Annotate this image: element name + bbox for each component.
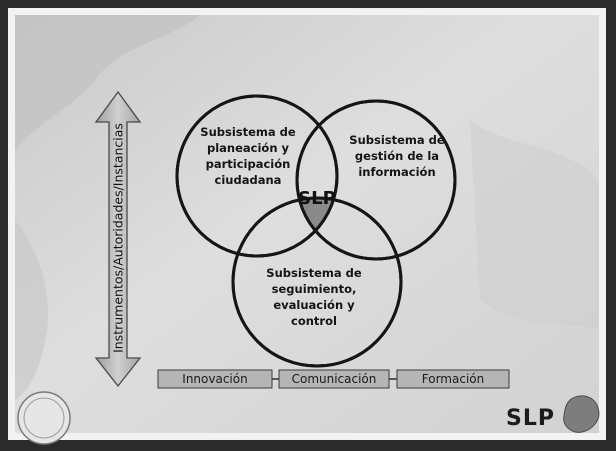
bottom-circle-line: evaluación y xyxy=(273,298,355,312)
bottom-circle-line: Subsistema de xyxy=(266,266,362,280)
right-circle-line: gestión de la xyxy=(354,149,440,163)
right-circle-line: Subsistema de xyxy=(349,133,445,147)
tab-formacion: Formación xyxy=(421,372,485,386)
tab-comunicacion: Comunicación xyxy=(291,372,377,386)
brand-logo-text: SLP xyxy=(506,406,555,431)
left-circle-label: Subsistema de planeación y participación… xyxy=(188,124,308,188)
right-circle-line: información xyxy=(358,165,436,179)
tab-box-2 xyxy=(278,369,390,389)
side-arrow-label: Instrumentos/Autoridades/Instancias xyxy=(110,123,126,353)
bottom-circle-line: seguimiento, xyxy=(271,282,357,296)
center-label: SLP xyxy=(298,188,336,209)
left-circle-line: participación xyxy=(205,157,291,171)
bottom-circle-label: Subsistema de seguimiento, evaluación y … xyxy=(258,265,370,329)
right-circle-label: Subsistema de gestión de la información xyxy=(343,132,451,180)
map-shape-top xyxy=(15,15,200,150)
left-logo xyxy=(17,391,71,445)
bottom-circle-line: control xyxy=(291,314,337,328)
tab-innovacion: Innovación xyxy=(182,372,248,386)
map-emblem xyxy=(563,395,600,433)
tab-box-3 xyxy=(396,369,510,389)
left-circle-line: planeación y xyxy=(206,141,290,155)
left-circle-line: Subsistema de xyxy=(200,125,296,139)
tab-box-1 xyxy=(157,369,273,389)
map-shape-left xyxy=(15,220,49,400)
map-shape-right xyxy=(470,120,599,330)
left-circle-line: ciudadana xyxy=(214,173,282,187)
double-arrow xyxy=(94,90,142,388)
